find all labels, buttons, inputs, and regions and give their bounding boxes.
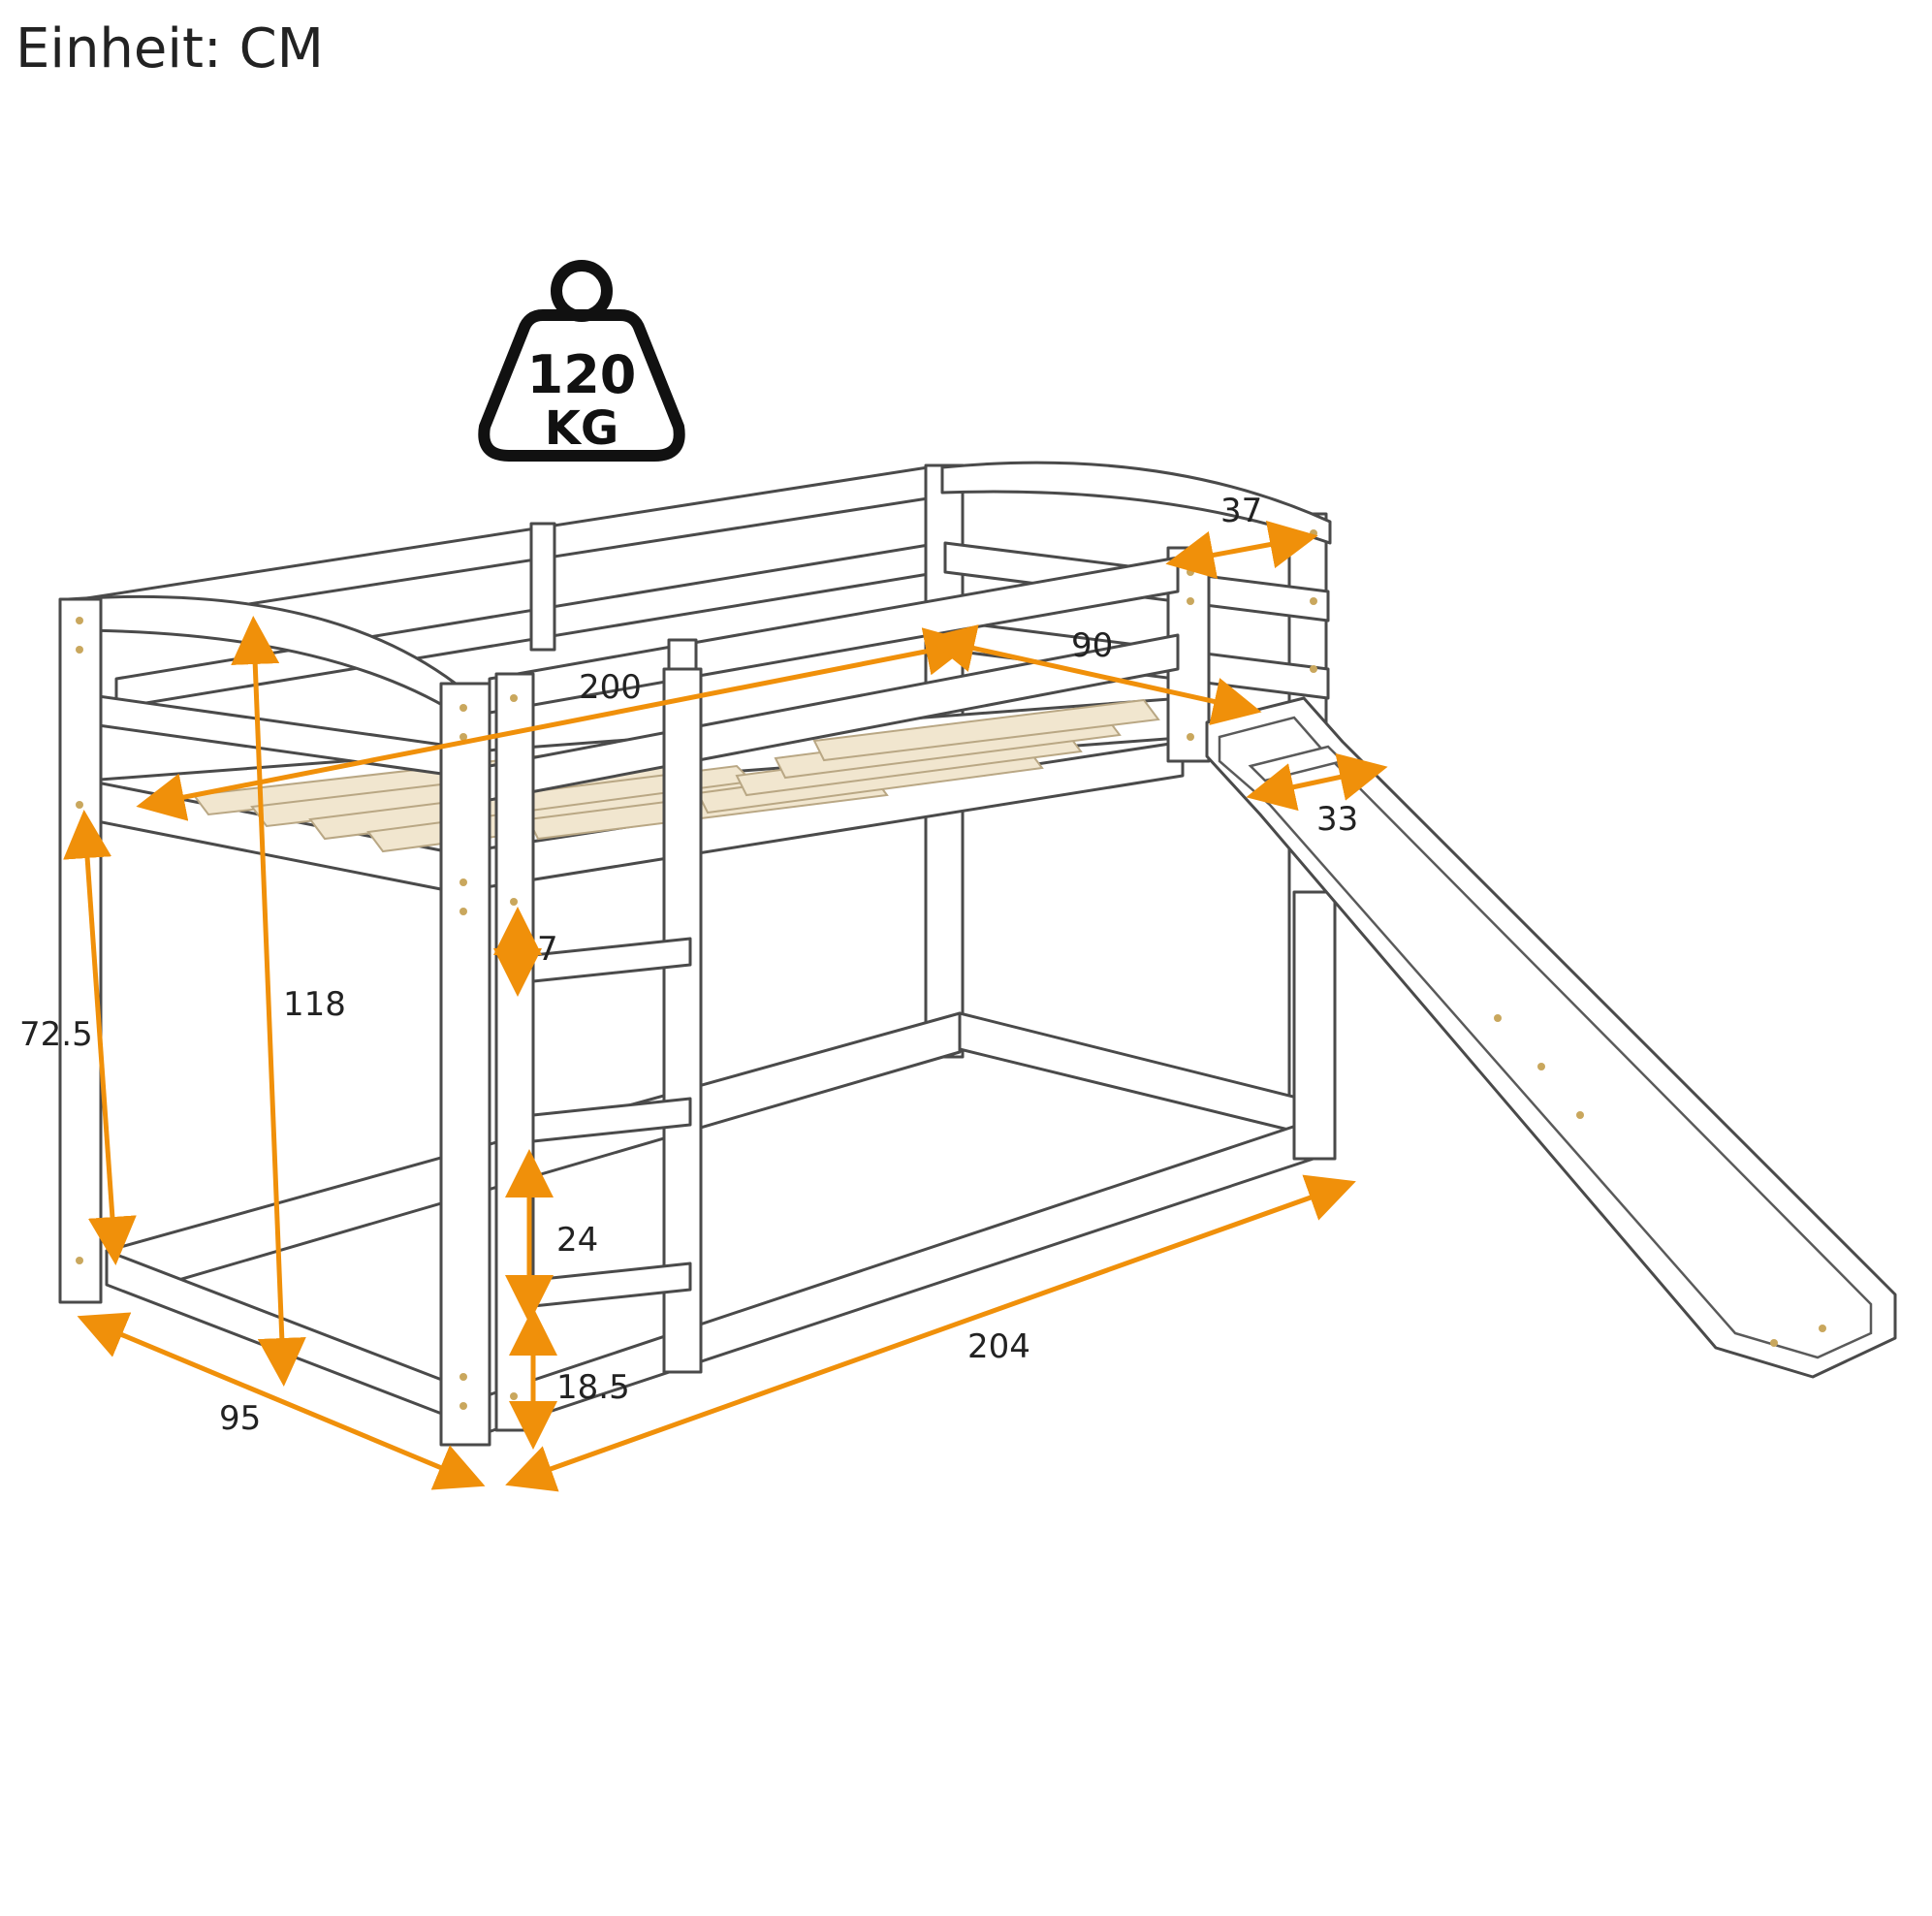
- label-rung-gap: 24: [556, 1221, 598, 1260]
- label-total-height: 118: [283, 985, 346, 1024]
- weight-unit: KG: [545, 401, 619, 456]
- label-length-inner: 200: [579, 668, 642, 707]
- arrow-slide-width: [1246, 752, 1388, 812]
- arrow-total-height: [231, 616, 306, 1387]
- weight-value: 120: [527, 344, 637, 405]
- front-middle-post: [439, 682, 491, 1447]
- right-lower-post: [1292, 890, 1337, 1161]
- label-bed-height: 72.5: [19, 1015, 93, 1054]
- floor-frame: [105, 1011, 1330, 1435]
- dimension-arrows: [63, 520, 1388, 1492]
- label-total-width: 95: [219, 1399, 261, 1438]
- label-rung-top: 7: [537, 930, 558, 969]
- weight-icon: 120 KG: [478, 260, 685, 462]
- label-guard-width: 37: [1220, 492, 1262, 530]
- arrow-bed-height: [63, 810, 137, 1265]
- arrow-width-inner: [926, 624, 1262, 725]
- unit-title: Einheit: CM: [16, 17, 324, 80]
- ladder-rung-2: [531, 1097, 692, 1143]
- label-width-inner: 90: [1071, 626, 1113, 665]
- label-total-length: 204: [967, 1327, 1030, 1366]
- arrow-guard-width: [1165, 520, 1318, 580]
- arrow-total-width: [77, 1312, 486, 1490]
- back-guard-rail: [66, 463, 942, 710]
- dimension-labels: 200 90 37 33 118 72.5 7 24 18.5 95 204: [19, 492, 1358, 1438]
- bolts: [76, 529, 1826, 1410]
- bed-illustration: [58, 461, 1897, 1447]
- arrow-total-length: [505, 1174, 1356, 1492]
- label-bottom-gap: 18.5: [556, 1368, 630, 1407]
- label-slide-width: 33: [1316, 800, 1358, 839]
